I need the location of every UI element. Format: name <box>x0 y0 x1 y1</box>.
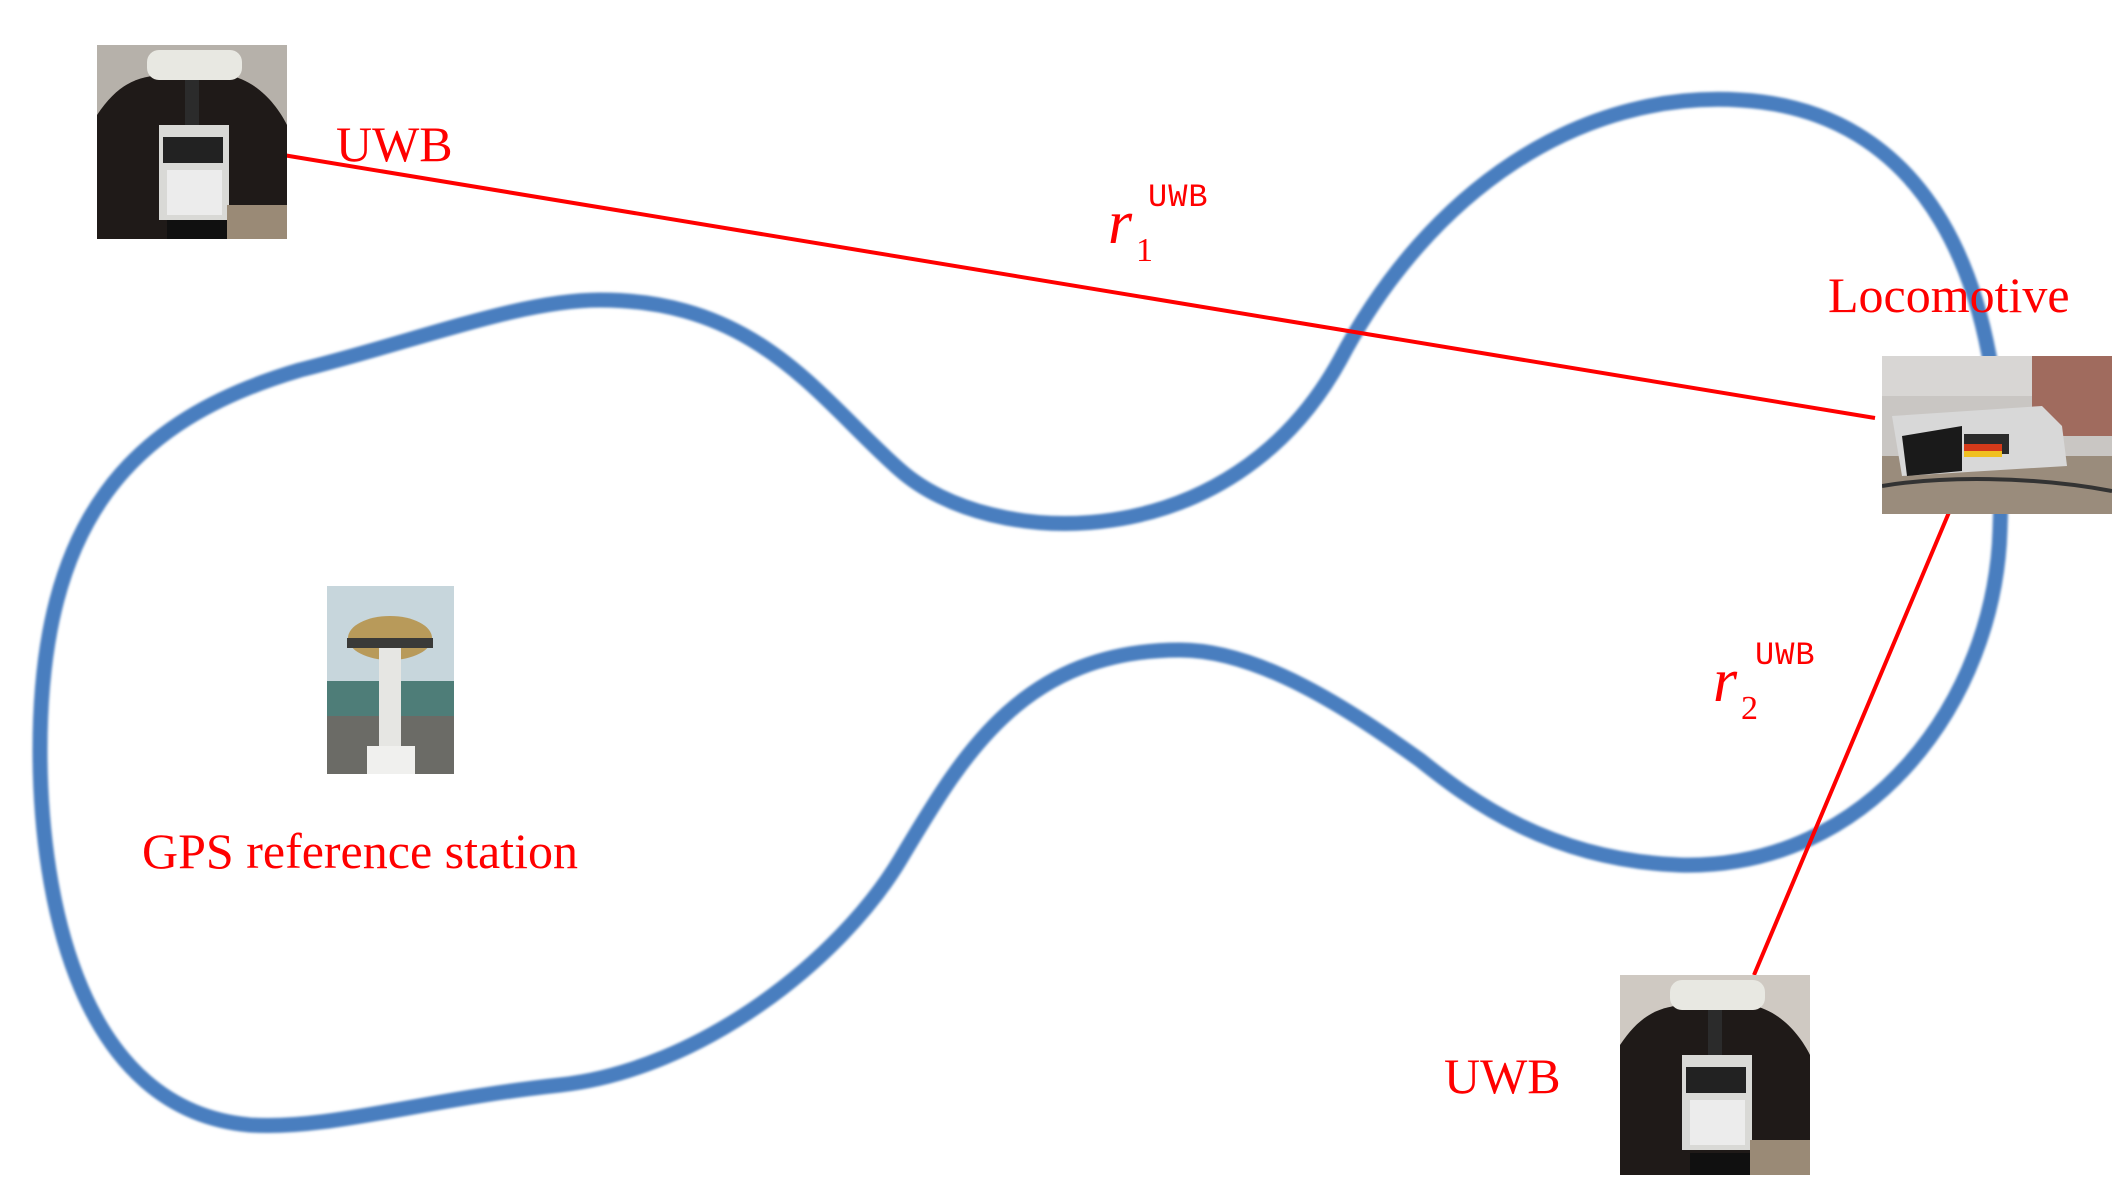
uwb-anchor-photo-icon <box>97 45 287 239</box>
range-r2-superscript: UWB <box>1755 637 1816 674</box>
range-r2-label: r 2 UWB <box>1713 640 1863 740</box>
uwb-anchor-photo-icon <box>1620 975 1810 1175</box>
uwb-bottom-label: UWB <box>1444 1048 1561 1104</box>
uwb-top-label: UWB <box>336 116 453 172</box>
locomotive-label: Locomotive <box>1828 267 2070 323</box>
gps-antenna-photo-icon <box>327 586 454 774</box>
range-r2-symbol: r <box>1713 647 1738 715</box>
range-r2-subscript: 2 <box>1741 690 1758 727</box>
locomotive-photo-icon <box>1882 356 2112 514</box>
range-r1-superscript: UWB <box>1148 179 1209 216</box>
gps-station-label: GPS reference station <box>142 823 578 879</box>
range-r1-label: r 1 UWB <box>1108 182 1258 282</box>
railway-track <box>32 91 2009 1134</box>
range-r1-symbol: r <box>1108 189 1133 257</box>
range-r1-subscript: 1 <box>1136 232 1153 269</box>
range-line-r2 <box>1752 509 1952 976</box>
range-line-r1 <box>282 153 1876 420</box>
